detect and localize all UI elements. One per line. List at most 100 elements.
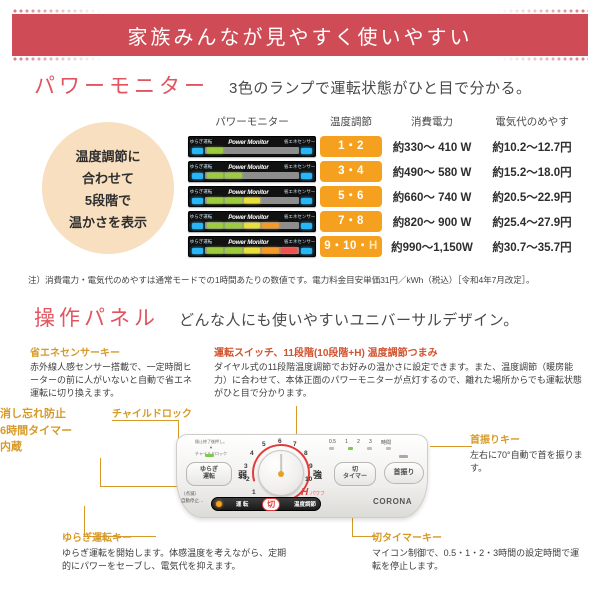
temperature-pill-h: H xyxy=(368,240,378,252)
monitor-label-right: 省エネセンサー xyxy=(283,188,316,194)
annotation-operation-switch-body: ダイヤル式の11段階温度調節でお好みの温かさに設定できます。また、温度調節（暖房… xyxy=(214,362,582,399)
monitor-led-segment xyxy=(262,223,279,228)
monitor-led-segment xyxy=(243,223,261,228)
cell-cost: 約15.2〜18.0円 xyxy=(480,159,584,184)
col-header-temp: 温度調節 xyxy=(330,116,372,128)
temperature-pill: 5・6 xyxy=(320,186,382,207)
label-offtimer-body: マイコン制御で、0.5・1・2・3時間の設定時間で運転を停止します。 xyxy=(372,547,580,571)
monitor-label-center: Power Monitor xyxy=(228,138,269,146)
monitor-label-center: Power Monitor xyxy=(228,238,269,246)
callout-line-1: 温度調節に xyxy=(75,148,141,164)
annotation-row: 省エネセンサーキー 赤外線人感センサー搭載で、一定時間ヒーターの前に人がいないと… xyxy=(0,344,600,402)
yuragi-operation-button[interactable]: ゆらぎ 運転 xyxy=(186,462,232,486)
dial-number-1: 1 xyxy=(252,489,256,496)
timer-led-1 xyxy=(348,447,353,450)
monitor-led-segment xyxy=(262,173,278,178)
timer-label-1: 1 xyxy=(345,439,348,445)
temperature-pill: 9・10・H xyxy=(320,236,382,257)
monitor-label-right: 省エネセンサー xyxy=(283,163,316,169)
monitor-label-center: Power Monitor xyxy=(228,163,269,171)
timer-label-05: 0.5 xyxy=(329,439,336,445)
cost-value: 約15.2〜18.0円 xyxy=(492,166,572,179)
dial-knob[interactable] xyxy=(258,450,304,496)
monitor-led-segment xyxy=(281,223,297,228)
label-yuragi-key: ゆらぎ運転キー ゆらぎ運転を開始します。体感温度を考えながら、定期的にパワーをセ… xyxy=(62,532,292,573)
power-monitor-heading: パワーモニター 3色のランプで運転状態がひと目で分かる。 xyxy=(0,70,600,100)
temperature-pill: 7・8 xyxy=(320,211,382,232)
operation-switch[interactable]: 運 転 切 温度調節 xyxy=(211,497,321,511)
monitor-led-blue-left xyxy=(192,197,203,204)
monitor-label-left: ゆらぎ運転 xyxy=(189,138,213,144)
monitor-led-row xyxy=(192,247,312,254)
table-header-row: パワーモニター 温度調節 消費電力 電気代のめやす xyxy=(186,114,584,134)
label-childlock-text: チャイルドロック xyxy=(112,409,192,420)
dial-number-9: 9 xyxy=(309,463,313,470)
dial-pointer xyxy=(280,454,282,473)
swing-button-label: 首振り xyxy=(393,469,415,477)
leader-line-swing xyxy=(430,446,472,447)
heater-control-panel-device: 操止終了後押し。 ▼ チャイルドロック ゆらぎ 運転 （点滅） 自動停止… 1 … xyxy=(176,433,428,518)
annotation-operation-switch: 運転スイッチ、11段階(10段階+H) 温度調節つまみ ダイヤル式の11段階温度… xyxy=(214,344,586,400)
cell-power: 約330〜 410 W xyxy=(384,134,480,159)
power-value: 約490〜 580 W xyxy=(392,166,472,179)
monitor-led-segment xyxy=(225,223,242,228)
timer-scale-leds xyxy=(329,447,391,450)
monitor-led-blue-right xyxy=(301,172,312,179)
monitor-led-blue-right xyxy=(301,147,312,154)
monitor-led-track xyxy=(205,172,299,179)
operation-led xyxy=(216,501,222,507)
label-swing-key: 首振りキー 左右に70°自動で首を振ります。 xyxy=(470,434,590,475)
control-panel-title: 操作パネル xyxy=(34,306,159,330)
dial-number-4: 4 xyxy=(250,450,254,457)
leader-line-offtimer-v xyxy=(352,506,353,536)
monitor-led-blue-left xyxy=(192,172,203,179)
monitor-led-blue-left xyxy=(192,147,203,154)
label-childlock: チャイルドロック xyxy=(112,408,192,423)
cost-value: 約10.2〜12.7円 xyxy=(492,141,572,154)
annotation-eco-sensor-body: 赤外線人感センサー搭載で、一定時間ヒーターの前に人がいないと自動で省エネ運転に切… xyxy=(30,362,193,399)
timer-label-unit: 時間 xyxy=(380,440,391,446)
monitor-led-segment xyxy=(207,148,224,153)
monitor-led-segment xyxy=(207,248,224,253)
monitor-led-segment xyxy=(207,223,224,228)
monitor-label-right: 省エネセンサー xyxy=(283,238,316,244)
monitor-label-right: 省エネセンサー xyxy=(283,213,316,219)
cell-temperature: 3・4 xyxy=(318,159,384,184)
monitor-led-segment xyxy=(244,173,260,178)
power-monitor-note: 注）消費電力・電気代のめやすは通常モードでの1時間あたりの数値です。電力料金目安… xyxy=(28,275,535,285)
swing-button[interactable]: 首振り xyxy=(384,462,424,484)
cost-value: 約20.5〜22.9円 xyxy=(492,191,572,204)
monitor-led-track xyxy=(205,222,299,229)
label-yuragi-body: ゆらぎ運転を開始します。体感温度を考えながら、定期的にパワーをセーブし、電気代を… xyxy=(62,547,287,571)
cell-cost: 約25.4〜27.9円 xyxy=(480,209,584,234)
banner-bar: 家族みんなが見やすく使いやすい xyxy=(12,14,588,56)
dial-number-3: 3 xyxy=(244,463,248,470)
cell-power: 約820〜 900 W xyxy=(384,209,480,234)
timer-label-2: 2 xyxy=(357,439,360,445)
monitor-led-segment xyxy=(244,148,260,153)
header-banner: 家族みんなが見やすく使いやすい xyxy=(0,0,600,70)
leader-line-yuragi-v xyxy=(84,506,85,536)
off-timer-button[interactable]: 切 タイマー xyxy=(334,462,376,486)
monitor-led-segment xyxy=(243,198,261,203)
monitor-led-segment xyxy=(225,173,242,178)
label-swing-body: 左右に70°自動で首を振ります。 xyxy=(470,449,583,473)
dial-number-2: 2 xyxy=(246,476,250,483)
cell-cost: 約30.7〜35.7円 xyxy=(480,234,584,259)
monitor-led-segment xyxy=(207,173,224,178)
control-panel-subtitle: どんな人にも使いやすいユニバーサルデザイン。 xyxy=(179,312,519,329)
dial-number-10: 10 xyxy=(305,476,313,483)
childlock-instruction-text: 操止終了後押し。 ▼ チャイルドロック xyxy=(195,439,227,456)
dial-h-label: H xyxy=(301,487,309,498)
dial-number-7: 7 xyxy=(293,441,297,448)
